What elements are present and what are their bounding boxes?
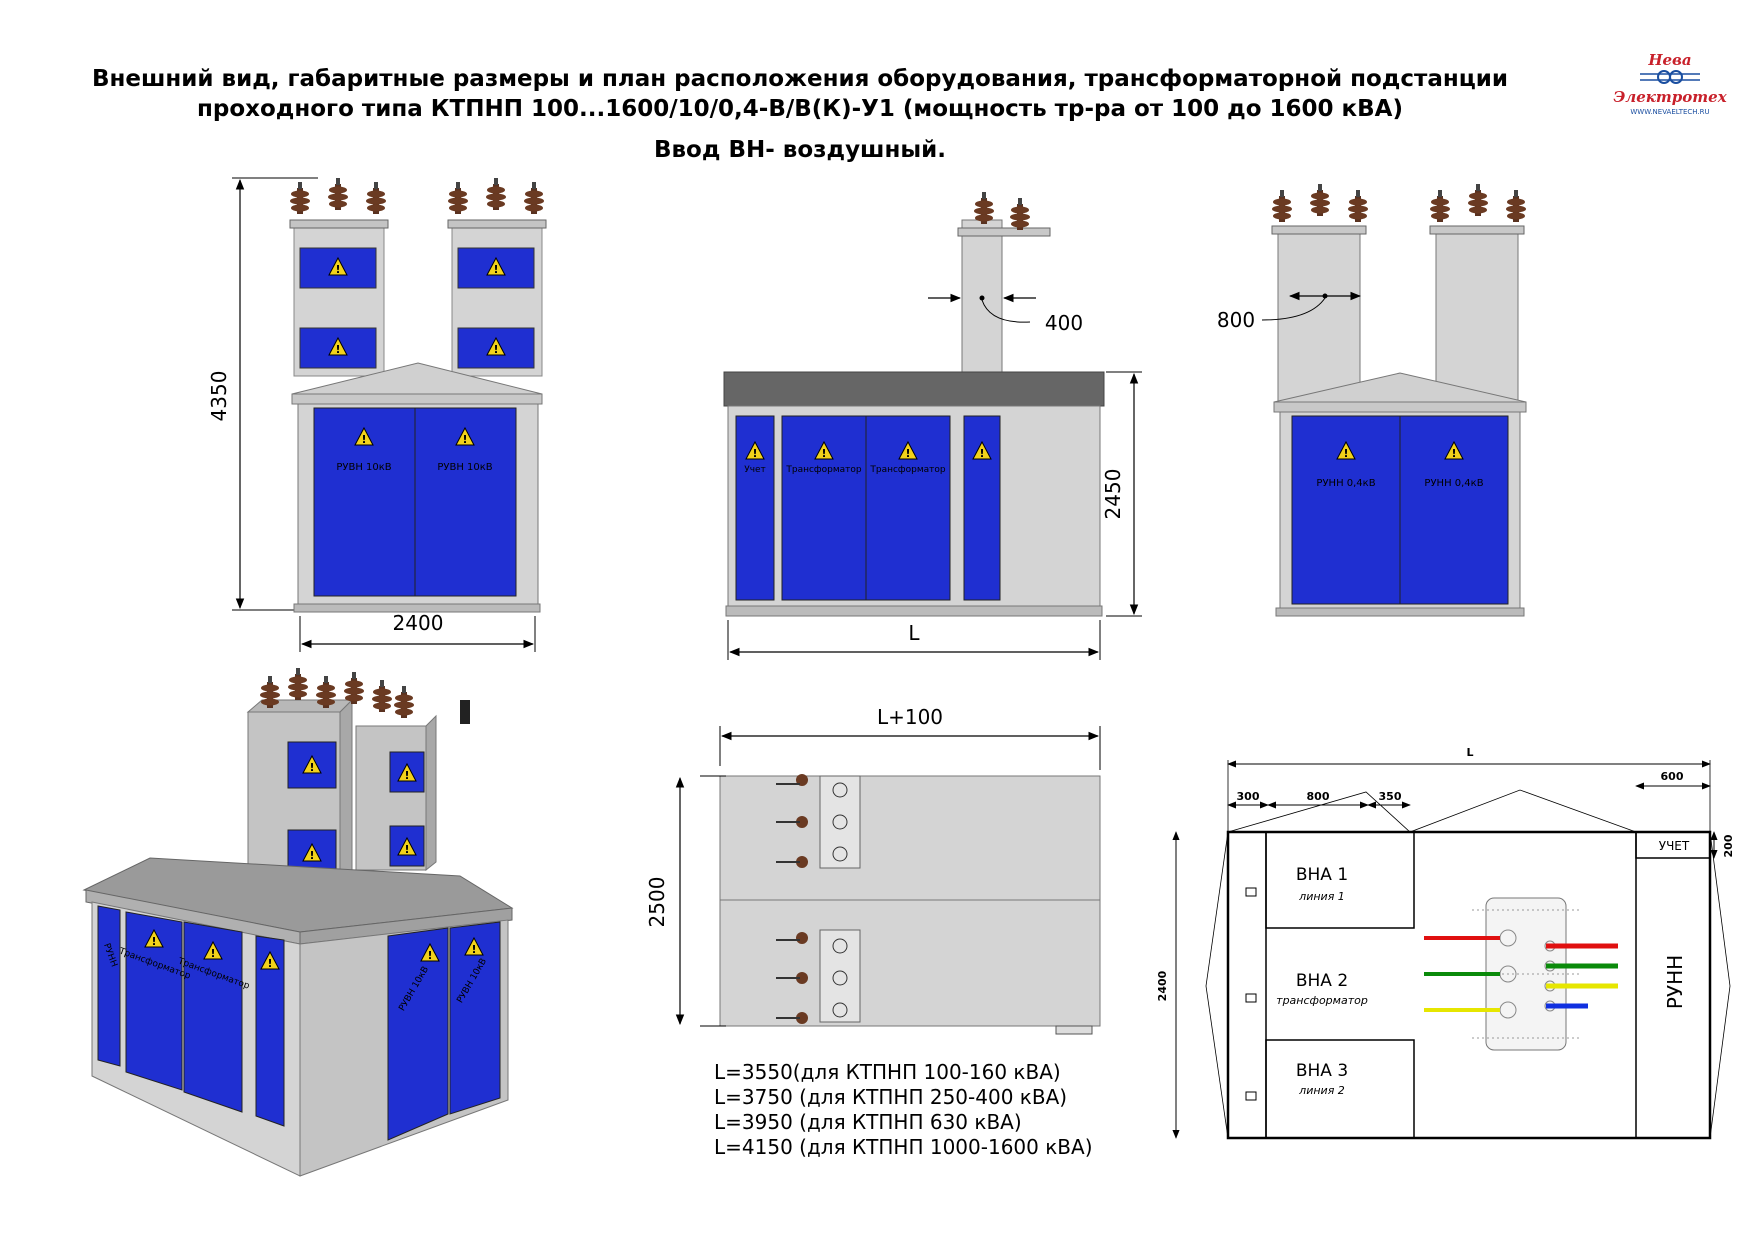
- plan-vna3: ВНА 3: [1296, 1061, 1348, 1081]
- plan-uchet: УЧЕТ: [1659, 839, 1690, 853]
- side-dim-tower: 400: [1045, 311, 1083, 335]
- side-door-label-2: Трансформатор: [785, 465, 862, 475]
- plan-vna3-sub: линия 2: [1298, 1084, 1345, 1097]
- plan-vna1-sub: линия 1: [1298, 890, 1345, 903]
- side-door-label-1: Учет: [744, 465, 766, 475]
- plan-dim-e: 200: [1722, 834, 1735, 857]
- plan-dim-d: 600: [1661, 770, 1684, 783]
- plan-dim-height: 2400: [1156, 970, 1169, 1001]
- plan-vna1: ВНА 1: [1296, 865, 1348, 885]
- side-dim-length: L: [908, 621, 920, 645]
- top-bushing-group-1: [776, 774, 861, 869]
- plan-dim-b: 800: [1307, 790, 1330, 803]
- length-note-3: L=3950 (для КТПНП 630 кВА): [714, 1110, 1022, 1134]
- back-door-label-1: РУНН 0,4кВ: [1316, 478, 1375, 489]
- front-door-label-2: РУВН 10кВ: [437, 462, 492, 473]
- side-dim-height: 2450: [1101, 469, 1125, 520]
- plan-dim-total: L: [1466, 746, 1473, 759]
- logo-brand-bottom: Электротех: [1613, 88, 1727, 106]
- front-door-label-1: РУВН 10кВ: [336, 462, 391, 473]
- back-view: 800 РУНН 0,4кВ РУНН 0,4кВ: [1217, 184, 1527, 617]
- top-dim-width: 2500: [645, 877, 669, 928]
- top-bushing-group-2: [776, 929, 861, 1024]
- logo-url: WWW.NEVAELTECH.RU: [1630, 108, 1710, 116]
- title-line-2: проходного типа КТПНП 100...1600/10/0,4-…: [197, 96, 1403, 122]
- logo-emblem-icon: [1640, 70, 1700, 84]
- back-dim-tower: 800: [1217, 308, 1255, 332]
- plan-vna2-sub: трансформатор: [1276, 994, 1368, 1007]
- plan-dim-a: 300: [1237, 790, 1260, 803]
- top-dim-length: L+100: [877, 705, 943, 729]
- isometric-view: РУНН Трансформатор Трансформатор РУВН 10…: [82, 668, 514, 1177]
- title-line-3: Ввод ВН- воздушный.: [653, 137, 947, 163]
- side-door-label-3: Трансформатор: [869, 465, 946, 475]
- length-note-1: L=3550(для КТПНП 100-160 кВА): [714, 1060, 1061, 1084]
- length-note-2: L=3750 (для КТПНП 250-400 кВА): [714, 1085, 1068, 1109]
- front-dim-width: 2400: [393, 611, 444, 635]
- front-view: 4350 РУВН 10кВ РУВН 10кВ 2400: [207, 177, 547, 652]
- plan-runn: РУНН: [1663, 955, 1687, 1009]
- length-note-4: L=4150 (для КТПНП 1000-1600 кВА): [714, 1135, 1093, 1159]
- front-dim-height: 4350: [207, 371, 231, 422]
- side-view: 400 Учет Трансформатор Трансформатор 245…: [723, 192, 1142, 660]
- plan-dim-c: 350: [1379, 790, 1402, 803]
- company-logo: Нева Электротех WWW.NEVAELTECH.RU: [1608, 51, 1732, 117]
- back-door-label-2: РУНН 0,4кВ: [1424, 478, 1483, 489]
- logo-brand-top: Нева: [1648, 51, 1692, 69]
- title-line-1: Внешний вид, габаритные размеры и план р…: [91, 66, 1509, 92]
- plan-vna2: ВНА 2: [1296, 971, 1348, 991]
- length-notes: L=3550(для КТПНП 100-160 кВА) L=3750 (дл…: [714, 1060, 1093, 1160]
- floor-plan: L 300 800 350 600 200 2400 УЧЕТ РУНН ВНА…: [1156, 746, 1735, 1140]
- top-view: L+100: [645, 705, 1101, 1035]
